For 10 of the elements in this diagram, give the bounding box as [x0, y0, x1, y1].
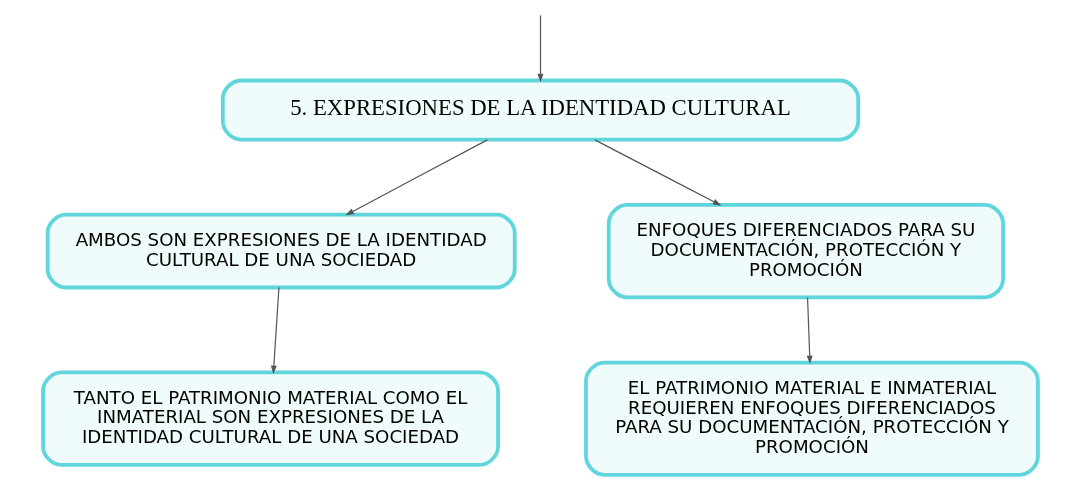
- node-box: ENFOQUES DIFERENCIADOS PARA SU DOCUMENTACIÓN, PROTECCIÓN Y PROMOCIÓN: [606, 202, 1005, 300]
- node-box: TANTO EL PATRIMONIO MATERIAL COMO EL INMATERIAL SON EXPRESIONES DE LA IDENTIDAD CULTURAL DE UNA SOCIEDAD: [41, 370, 500, 467]
- arrow: [345, 139, 488, 216]
- arrow: [270, 286, 280, 375]
- arrow: [537, 14, 544, 83]
- node-box: AMBOS SON EXPRESIONES DE LA IDENTIDAD CULTURAL DE UNA SOCIEDAD: [45, 212, 517, 290]
- arrow: [594, 139, 722, 206]
- node-box: EL PATRIMONIO MATERIAL E INMATERIAL REQUIEREN ENFOQUES DIFERENCIADOS PARA SU DOCUMENTACIÓN, PROTECCIÓN Y PROMOCIÓN: [584, 360, 1040, 477]
- arrow: [806, 297, 813, 365]
- node-box: 5. EXPRESIONES DE LA IDENTIDAD CULTURAL: [220, 78, 861, 142]
